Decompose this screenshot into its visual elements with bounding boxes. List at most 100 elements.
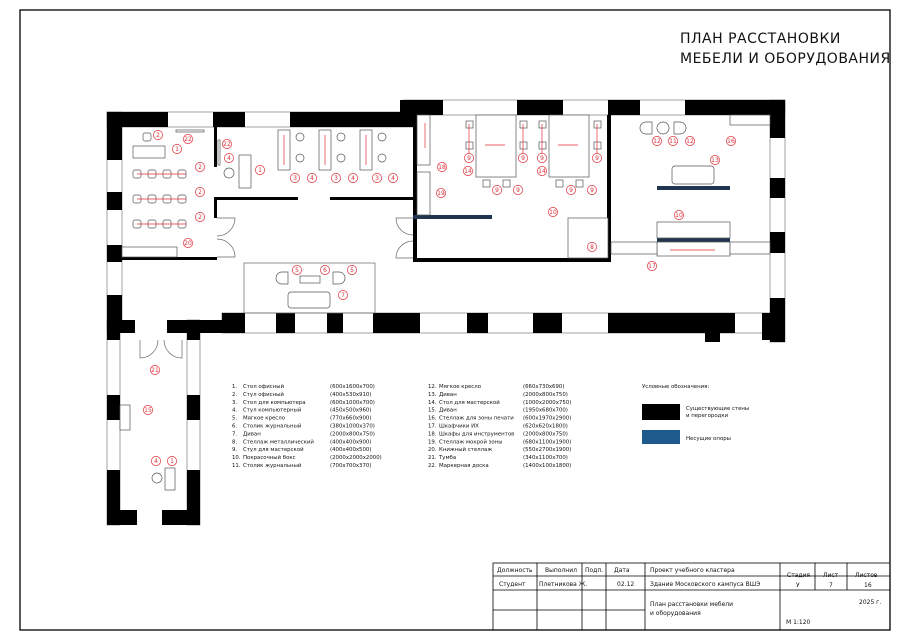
callout-marker: 17 [647, 261, 657, 271]
legend-item-dims: (600x1970x2900) [523, 416, 571, 422]
legend-item-name: Стол для компьютера [243, 400, 306, 406]
legend-item-name: Диван [439, 392, 457, 398]
callout-marker: 2 [195, 212, 205, 222]
callout-number: 17 [648, 263, 656, 270]
legend-item-n: 8. [232, 439, 237, 445]
legend-item-n: 15. [428, 408, 437, 414]
legend-item-name: Диван [439, 408, 457, 414]
legend-item-name: Стул офисный [243, 391, 284, 398]
callout-marker: 4 [388, 173, 398, 183]
header-date: Дата [614, 567, 630, 574]
callout-number: 22 [184, 136, 192, 143]
callout-marker: 2 [195, 162, 205, 172]
callout-number: 4 [154, 458, 158, 465]
legend-item-n: 2. [232, 392, 237, 398]
callout-number: 6 [323, 267, 327, 274]
callout-number: 3 [375, 175, 379, 182]
windows [106, 99, 786, 526]
callout-marker: 22 [222, 139, 232, 149]
callout-number: 9 [467, 155, 471, 162]
doors [139, 217, 414, 359]
legend-item-name: Тумба [438, 455, 456, 461]
legend-item-n: 18. [428, 431, 437, 437]
callout-number: 1 [175, 146, 179, 153]
callout-marker: 9 [513, 185, 523, 195]
callout-number: 5 [350, 267, 354, 274]
legend-item-dims: (2000x800x750) [523, 392, 568, 398]
sheet-value: 7 [829, 582, 833, 589]
legend-item-n: 20. [428, 447, 437, 453]
load-bearing-supports [413, 186, 730, 242]
callout-marker: 9 [518, 153, 528, 163]
callout-marker: 2 [195, 187, 205, 197]
callout-number: 12 [653, 138, 661, 145]
callout-marker: 12 [652, 136, 662, 146]
legend-item-n: 22. [428, 463, 437, 469]
callout-number: 20 [184, 240, 192, 247]
legend-item-n: 11. [232, 463, 241, 469]
legend-item-name: Покрасочный бокс [243, 454, 296, 461]
sheet-frame [19, 9, 891, 631]
legend-item-dims: (400x400x500) [330, 447, 371, 453]
sheet-title-1: План расстановки мебели [650, 601, 733, 608]
legend-item-name: Столик журнальный [243, 462, 302, 469]
callout-marker: 18 [437, 162, 447, 172]
callout-marker: 9 [566, 185, 576, 195]
callout-marker: 14 [537, 166, 547, 176]
legend-item-name: Книжный стеллаж [439, 446, 492, 453]
callout-marker: 9 [537, 153, 547, 163]
legend-item-dims: (1950x680x700) [523, 408, 568, 414]
header-sheet: Лист [823, 572, 839, 579]
callout-number: 2 [198, 214, 202, 221]
legend-item-dims: (2000x800x750) [523, 431, 568, 437]
callout-number: 2 [156, 132, 160, 139]
callout-marker: 5 [292, 265, 302, 275]
callout-marker: 19 [436, 188, 446, 198]
legend-item-dims: (1000x2000x750) [523, 400, 571, 406]
callout-marker: 4 [348, 173, 358, 183]
callout-marker: 3 [372, 173, 382, 183]
legend-item-name: Шкафчики ИХ [439, 424, 479, 430]
building-name: Здание Московского кампуса ВШЭ [650, 581, 760, 588]
legend-item-dims: (620x620x1800) [523, 424, 568, 430]
floor-plan: 2221222202241343434565799991414999918191… [106, 99, 786, 526]
legend-item-name: Диван [243, 431, 261, 437]
legend-item-name: Стул для мастерской [243, 446, 304, 453]
year-value: 2025 г. [859, 599, 881, 606]
existing-walls [107, 100, 785, 525]
legend-item-name: Шкафы для инструментов [439, 431, 514, 437]
legend-item-n: 16. [428, 416, 437, 422]
callout-number: 5 [295, 267, 299, 274]
header-stage: Стадия [787, 572, 810, 579]
callout-number: 3 [334, 175, 338, 182]
legend-item-n: 19. [428, 439, 437, 445]
callout-number: 1 [170, 458, 174, 465]
callout-marker: 3 [331, 173, 341, 183]
callout-marker: 22 [183, 134, 193, 144]
callout-number: 15 [144, 407, 152, 414]
legend-item-n: 6. [232, 424, 237, 430]
legend-item-name: Стеллаж для зоны печати [439, 416, 514, 422]
callout-number: 2 [198, 189, 202, 196]
furniture-legend: 1.Стол офисный(600x1600x700)2.Стул офисн… [232, 383, 571, 469]
legend-item-dims: (660x730x690) [523, 384, 564, 390]
callout-number: 9 [595, 155, 599, 162]
callout-number: 18 [438, 164, 446, 171]
scale-value: М 1:120 [786, 619, 811, 626]
callout-number: 4 [310, 175, 314, 182]
callout-number: 9 [569, 187, 573, 194]
supports-label: Несущие опоры [686, 436, 731, 442]
legend-item-n: 10. [232, 455, 241, 461]
legend-item-n: 12. [428, 384, 437, 390]
supports-swatch [642, 430, 680, 444]
callout-number: 21 [151, 367, 159, 374]
callout-number: 9 [540, 155, 544, 162]
title-line-2: МЕБЕЛИ И ОБОРУДОВАНИЯ [680, 51, 891, 67]
legend-item-name: Маркерная доска [439, 463, 489, 469]
legend-item-dims: (2000x800x750) [330, 431, 375, 437]
callout-marker: 10 [548, 207, 558, 217]
legend-item-name: Стул компьютерный [243, 407, 302, 414]
callout-number: 11 [669, 138, 677, 145]
callout-marker: 2 [153, 130, 163, 140]
